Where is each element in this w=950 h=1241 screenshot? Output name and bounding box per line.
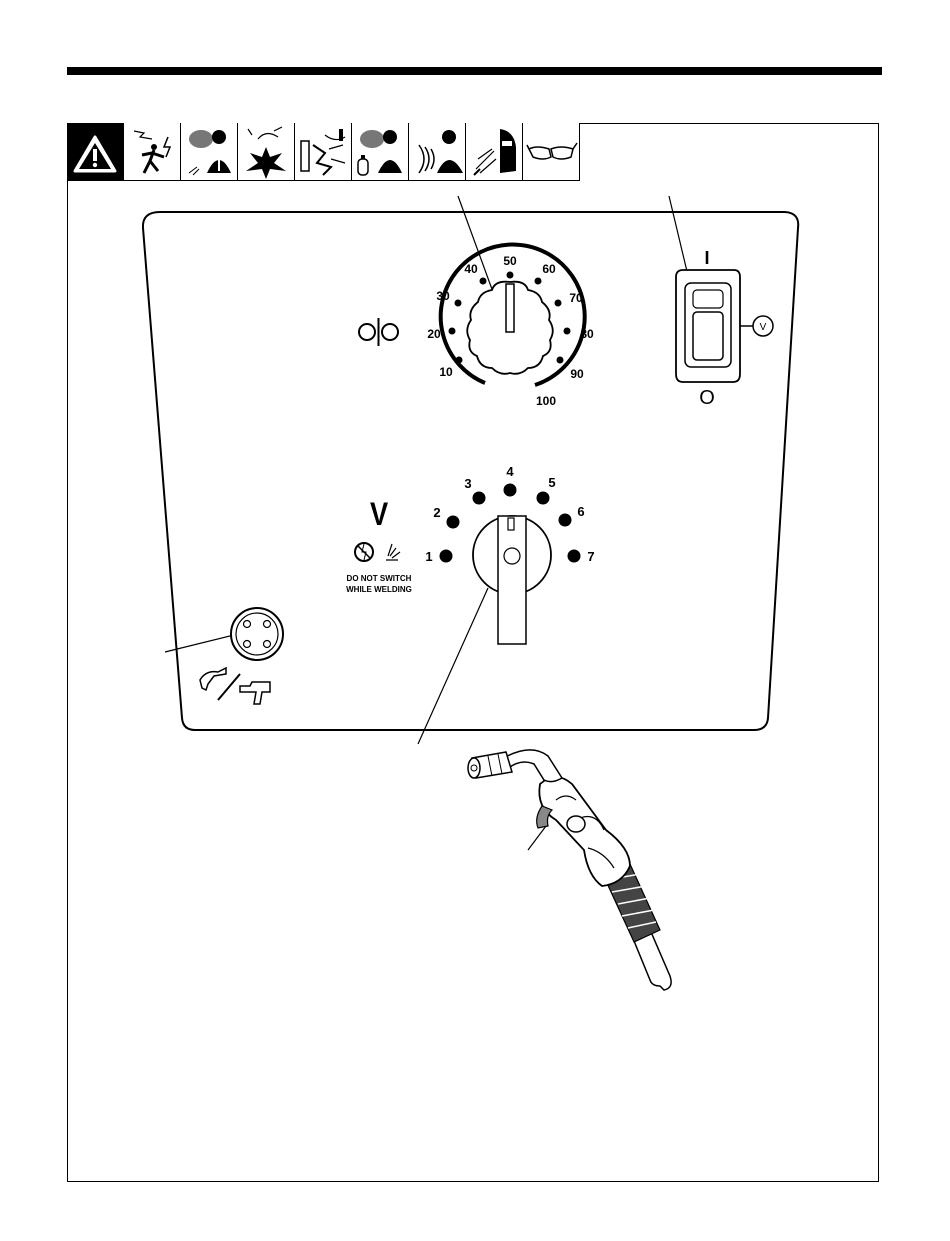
dial-label-20: 20 <box>427 327 441 341</box>
dial-tick-50 <box>507 272 514 279</box>
dial-label-70: 70 <box>569 291 583 305</box>
gun-receptacle[interactable] <box>231 608 283 660</box>
dial-tick-70 <box>555 300 562 307</box>
dial-label-30: 30 <box>436 289 450 303</box>
voltage-label-5: 5 <box>548 475 555 490</box>
caution-line-2: WHILE WELDING <box>346 585 412 594</box>
voltage-knob-pointer <box>508 518 514 530</box>
voltage-dot-6 <box>559 514 572 527</box>
dial-label-50: 50 <box>503 254 517 268</box>
mig-gun-illustration <box>468 750 671 990</box>
gun-nozzle-tip <box>468 758 480 778</box>
voltage-label-2: 2 <box>433 505 440 520</box>
dial-label-10: 10 <box>439 365 453 379</box>
dial-label-90: 90 <box>570 367 584 381</box>
dial-label-40: 40 <box>464 262 478 276</box>
leader-line-gun-trigger <box>528 826 546 850</box>
voltage-knob-handle[interactable] <box>498 516 526 644</box>
voltage-indicator-letter: V <box>760 322 767 333</box>
dial-label-80: 80 <box>580 327 594 341</box>
dial-tick-10 <box>456 357 463 364</box>
voltage-dot-5 <box>537 492 550 505</box>
voltage-knob-center <box>504 548 520 564</box>
gun-handle <box>539 777 630 886</box>
voltage-label-1: 1 <box>425 549 432 564</box>
gun-button <box>567 816 585 832</box>
power-on-symbol: I <box>704 248 709 268</box>
voltage-label-4: 4 <box>506 464 514 479</box>
voltage-dot-4 <box>504 484 517 497</box>
voltage-label-6: 6 <box>577 504 584 519</box>
dial-label-100: 100 <box>536 394 556 408</box>
power-off-symbol: O <box>699 387 715 409</box>
dial-tick-30 <box>455 300 462 307</box>
voltage-dot-3 <box>473 492 486 505</box>
dial-label-60: 60 <box>542 262 556 276</box>
dial-tick-80 <box>564 328 571 335</box>
switch-rocker[interactable] <box>685 283 731 367</box>
caution-line-1: DO NOT SWITCH <box>347 574 412 583</box>
dial-tick-40 <box>480 278 487 285</box>
voltage-dot-7 <box>568 550 581 563</box>
dial-tick-20 <box>449 328 456 335</box>
voltage-label-3: 3 <box>464 476 471 491</box>
voltage-label-7: 7 <box>587 549 594 564</box>
knob-pointer <box>506 284 514 332</box>
voltage-dot-1 <box>440 550 453 563</box>
voltage-symbol: V <box>370 497 388 533</box>
voltage-dot-2 <box>447 516 460 529</box>
gun-trigger <box>537 806 552 828</box>
dial-tick-60 <box>535 278 542 285</box>
dial-tick-90 <box>557 357 564 364</box>
